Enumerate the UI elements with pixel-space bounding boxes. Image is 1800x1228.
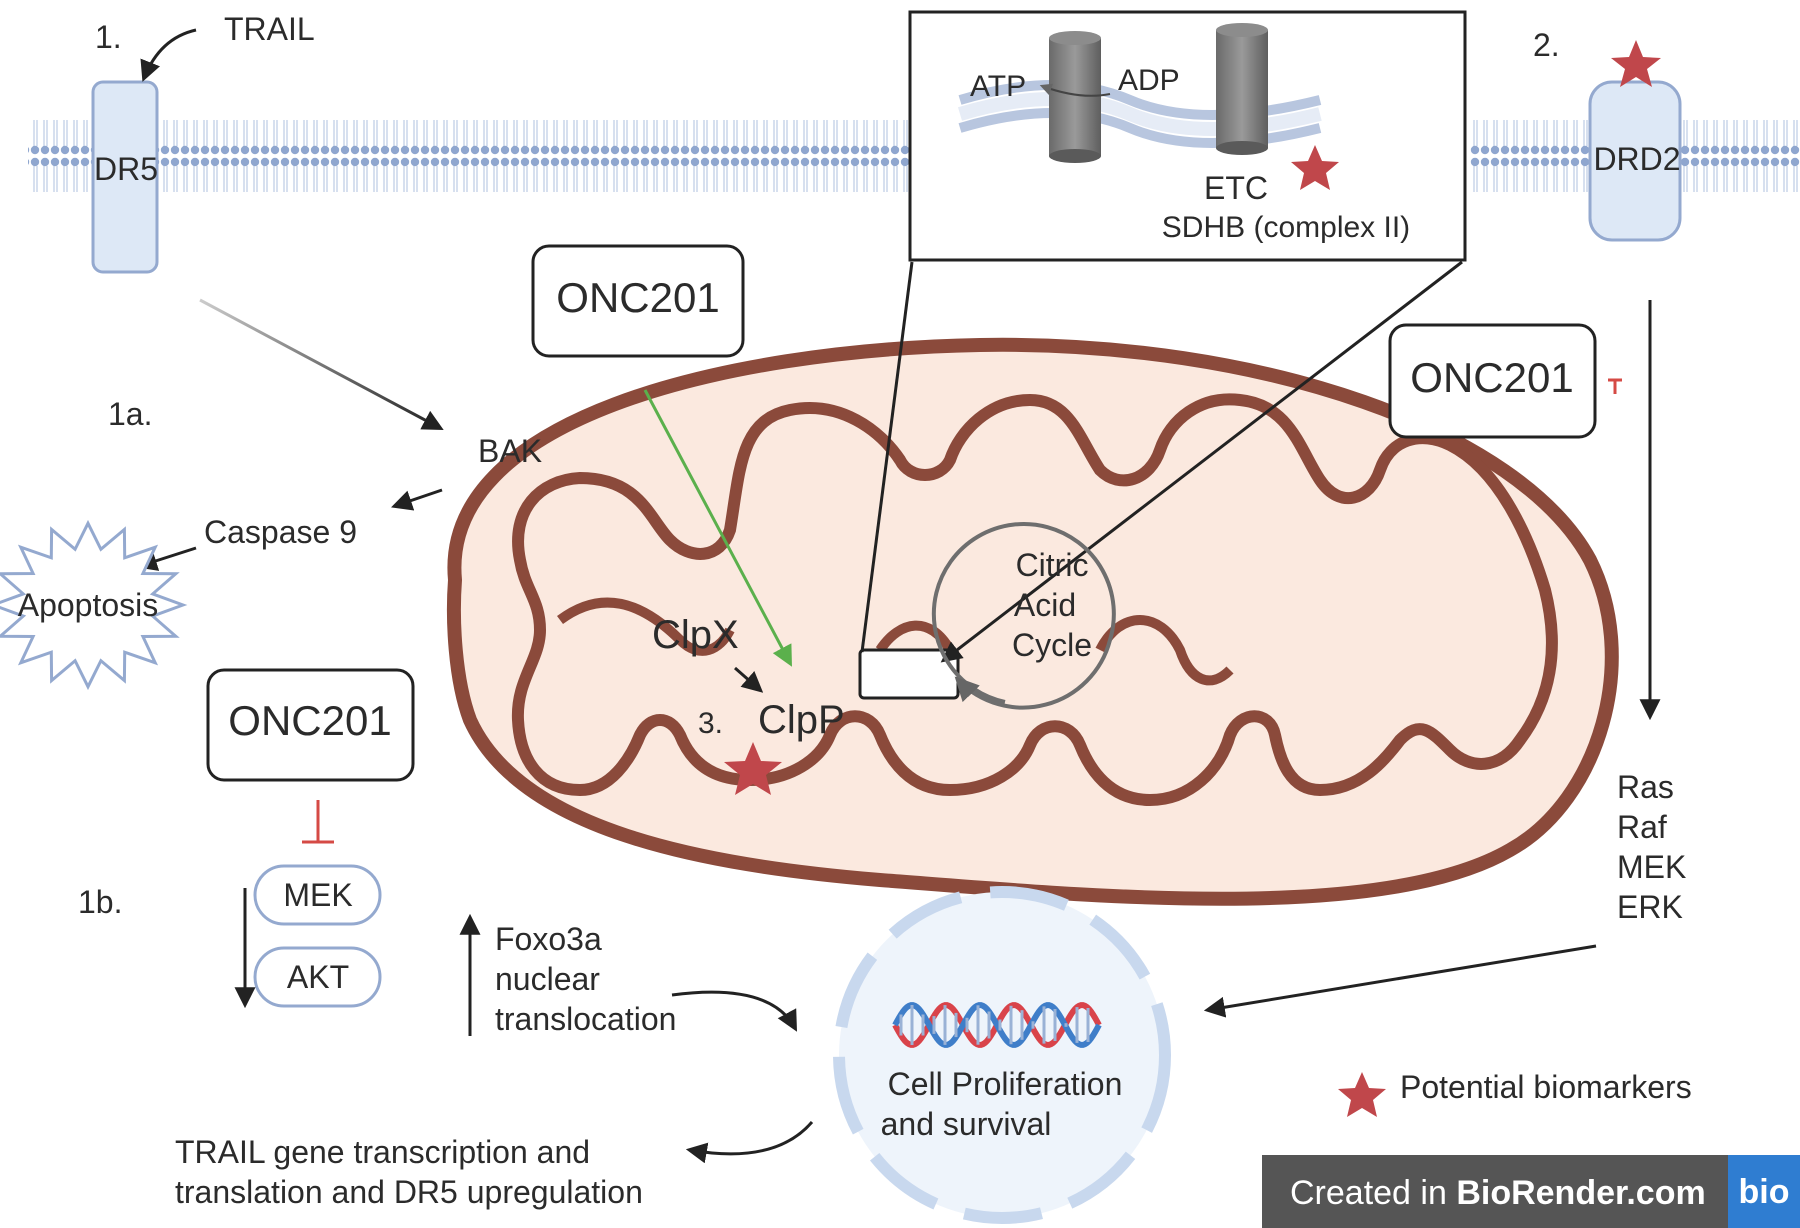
onc201-right-label: ONC201 <box>1410 354 1573 401</box>
erk-to-nucleus-arrow <box>1203 944 1597 1018</box>
sdhb-biomarker-star <box>1291 145 1339 190</box>
svg-text:Created in BioRender.com: Created in BioRender.com <box>1290 1174 1706 1212</box>
onc201-box-top: ONC201 <box>531 244 745 358</box>
citric-label-2: Acid <box>1014 587 1076 623</box>
citric-acid-cycle: Citric Acid Cycle <box>931 522 1116 710</box>
bak-to-caspase9-arrow <box>391 488 443 511</box>
clpx-label: ClpX <box>652 613 739 657</box>
clpp-biomarker-star <box>724 742 782 795</box>
onc201-drd2-inhibition <box>1608 378 1622 394</box>
legend: Potential biomarkers <box>1338 1069 1692 1117</box>
mitochondrion <box>446 337 1619 906</box>
step-3-label: 3. <box>698 707 723 740</box>
adp-to-atp-arrow <box>1039 83 1111 97</box>
onc201-box-left: ONC201 <box>206 668 415 782</box>
trail-transcription-label-1: TRAIL gene transcription and <box>175 1134 590 1170</box>
trail-binding-arrow <box>140 28 197 82</box>
mek-label: MEK <box>283 877 352 913</box>
drd2-receptor: DRD2 <box>1588 80 1682 242</box>
bak-label: BAK <box>478 433 542 469</box>
akt-label: AKT <box>287 959 349 995</box>
step-2-label: 2. <box>1533 27 1560 63</box>
trail-label: TRAIL <box>224 11 315 47</box>
inset-projection-right <box>940 260 1463 663</box>
apoptosis-label: Apoptosis <box>18 587 159 623</box>
dr5-to-bak-arrow <box>199 298 444 430</box>
citric-label-3: Cycle <box>1012 627 1092 663</box>
step-1a-label: 1a. <box>108 396 152 432</box>
etc-complex-cylinder <box>1216 23 1268 155</box>
step-1b-label: 1b. <box>78 884 122 920</box>
foxo3a-label-3: translocation <box>495 1001 676 1037</box>
cell-proliferation-label-2: and survival <box>881 1106 1052 1142</box>
cell-proliferation-label-1: Cell Proliferation <box>888 1066 1123 1102</box>
adp-label: ADP <box>1118 64 1180 97</box>
akt-node: AKT <box>253 946 382 1008</box>
apoptosis-burst: Apoptosis <box>0 519 188 691</box>
onc201-box-right: ONC201 <box>1388 323 1597 439</box>
dr5-receptor: DR5 <box>91 80 159 274</box>
foxo3a-label-2: nuclear <box>495 961 600 997</box>
atp-synthase-cylinder <box>1049 31 1101 163</box>
legend-label: Potential biomarkers <box>1400 1069 1692 1105</box>
watermark-logo: bio <box>1739 1173 1790 1211</box>
nucleus-to-trail-arrow <box>685 1121 814 1164</box>
citric-label-1: Citric <box>1016 547 1089 583</box>
raf-label: Raf <box>1617 809 1667 845</box>
biorender-watermark: Created in BioRender.com bio <box>1262 1155 1800 1228</box>
inset-projection-left <box>860 261 914 653</box>
onc201-mek-inhibition <box>302 800 334 844</box>
atp-label: ATP <box>970 70 1026 103</box>
caspase9-label: Caspase 9 <box>204 514 357 550</box>
foxo3a-label-1: Foxo3a <box>495 921 602 957</box>
onc201-to-clpp-arrow <box>643 389 792 667</box>
drd2-label: DRD2 <box>1593 141 1680 177</box>
etc-label: ETC <box>1204 170 1268 206</box>
mek-node: MEK <box>253 864 382 926</box>
onc201-left-label: ONC201 <box>228 697 391 744</box>
onc201-top-label: ONC201 <box>556 274 719 321</box>
clpx-to-clpp-arrow <box>734 666 764 693</box>
drd2-biomarker-star <box>1611 40 1661 87</box>
dna-icon <box>892 1002 1102 1048</box>
watermark-prefix: Created in <box>1290 1174 1456 1212</box>
erk-label: ERK <box>1617 889 1683 925</box>
clpp-label: ClpP <box>758 698 845 742</box>
mek-right-label: MEK <box>1617 849 1686 885</box>
dr5-label: DR5 <box>94 151 158 187</box>
foxo3a-to-nucleus-arrow <box>671 990 798 1032</box>
sdhb-label: SDHB (complex II) <box>1162 211 1410 244</box>
nucleus: Cell Proliferation and survival <box>833 886 1171 1224</box>
ras-label: Ras <box>1617 769 1674 805</box>
step-1-label: 1. <box>95 19 122 55</box>
trail-transcription-label-2: translation and DR5 upregulation <box>175 1174 643 1210</box>
etc-inset: ATP ADP ETC SDHB (complex II) <box>908 10 1467 262</box>
legend-star-icon <box>1338 1072 1386 1117</box>
watermark-brand: BioRender.com <box>1456 1174 1705 1212</box>
